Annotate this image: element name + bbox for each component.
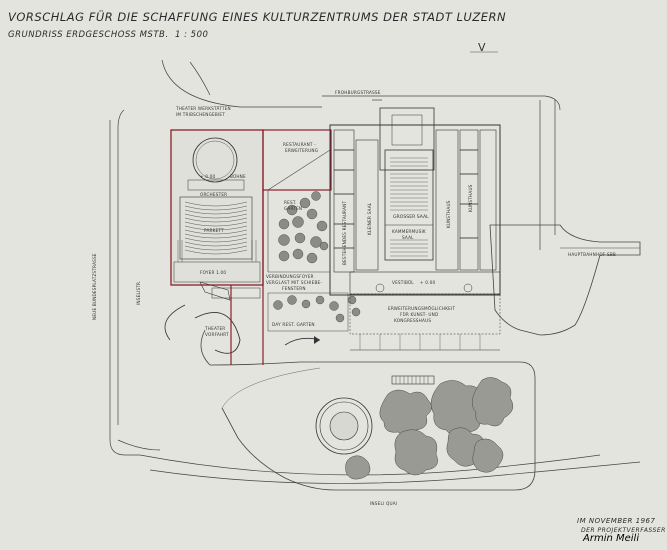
label-station: HAUPTBAHNHOF SBB (568, 252, 616, 257)
theater-seating (184, 201, 248, 255)
label-stage: BÜHNE (230, 174, 246, 179)
label-rest-garden-1: REST. (284, 200, 297, 205)
label-parkett: PARKETT (204, 228, 224, 233)
architect-signature: Armin Meili (583, 533, 640, 544)
right-forecourt (489, 224, 641, 336)
label-large-hall: GROSSER SAAL (393, 214, 429, 220)
label-ext-3: KONGRESSHAUS (394, 318, 431, 323)
label-street-left: NEUE BUNDESPLATZSTRASSE (92, 253, 97, 320)
label-vestibule: VESTIBÜL (392, 280, 414, 285)
fountain-basin (329, 411, 359, 441)
park-trees (345, 377, 514, 480)
concert-hall-complex (329, 107, 501, 351)
label-rest-ext-1: RESTAURANT - (283, 142, 316, 147)
label-connection-2: VERGLAST MIT SCHIEBE- (266, 280, 322, 285)
sheet-scale: 1 : 500 (175, 30, 209, 40)
label-street-top: FROHBURGSTRASSE (335, 90, 381, 95)
label-chamber-2: SAAL (402, 235, 414, 240)
label-drive-1: THEATER (204, 326, 225, 331)
label-ext-2: FÜR KUNST- UND (400, 312, 438, 317)
label-street-left2: INSELISTR. (136, 280, 141, 305)
label-drive-2: VORFAHRT (205, 332, 229, 337)
theater-drive-loop (194, 311, 241, 354)
footer-author-role: DER PROJEKTVERFASSER (581, 527, 666, 534)
label-day-garden: DAY REST. GARTEN (272, 322, 315, 327)
label-vestibule-level: + 0.00 (420, 280, 435, 285)
sheet-subtitle: GRUNDRISS ERDGESCHOSS MSTB. (8, 30, 169, 40)
fountain-outer (315, 397, 373, 455)
label-ext-1: ERWEITERUNGSMÖGLICHKEIT (388, 306, 455, 311)
label-small-hall: KLEINER SAAL (367, 202, 372, 235)
footer-date: IM NOVEMBER 1967 (577, 517, 656, 525)
label-connection-3: FENSTERN (282, 286, 306, 291)
label-rest-garden-2: GARTEN (284, 206, 302, 211)
park-boundary (200, 329, 536, 491)
stage-circle (192, 137, 238, 183)
label-workshops-2: IM TRIBSCHENGEBIET (176, 112, 225, 117)
label-stage-level: + 0.00 (200, 174, 215, 179)
label-workshops-1: THEATER WERKSTÄTTEN (175, 106, 231, 111)
drive-arrow-left (164, 304, 186, 341)
label-art-gallery: KUNSTHAUS (468, 184, 473, 212)
label-concert-hall: KUNSTHAUS (446, 200, 451, 228)
label-existing-restaurant: BESTEHENDES RESTAURANT (342, 201, 347, 265)
corner-mark: V (478, 41, 486, 54)
theater-block (170, 129, 332, 365)
sheet-title: VORSCHLAG FÜR DIE SCHAFFUNG EINES KULTUR… (8, 10, 507, 24)
label-chamber: KAMMERMUSIK (392, 229, 426, 234)
label-foyer: FOYER 1.00 (200, 270, 226, 275)
label-orchestra: ORCHESTER (200, 192, 227, 197)
steps (391, 375, 435, 385)
label-street-bottom: INSELI QUAI (370, 501, 397, 506)
label-connection-1: VERBINDUNGSFOYER (266, 274, 314, 279)
fountain-mid (319, 401, 369, 451)
restaurant-garden (267, 149, 361, 332)
label-rest-ext-2: ERWEITERUNG (285, 148, 318, 153)
